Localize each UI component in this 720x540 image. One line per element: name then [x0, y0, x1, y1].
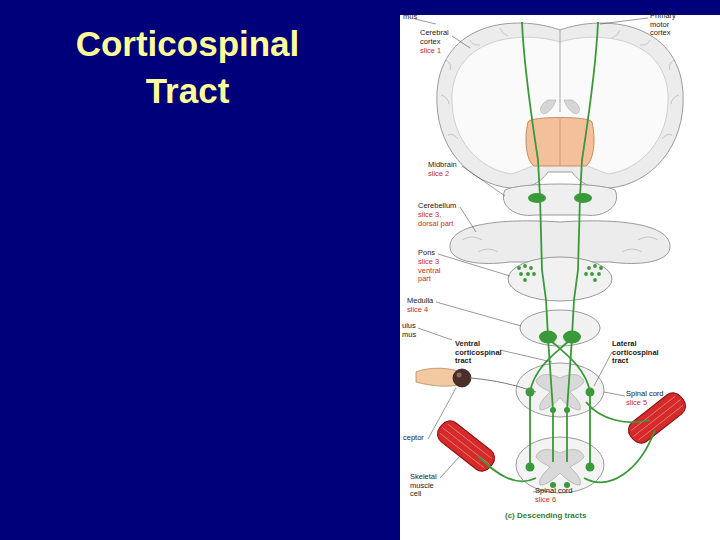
- thalamus: [526, 118, 594, 167]
- leader-line: [436, 302, 521, 326]
- fibre-dot: [532, 272, 536, 276]
- leader-line: [460, 207, 476, 232]
- cerebrum-slice: [437, 23, 683, 188]
- structure-label: Ventral corticospinal tract: [455, 340, 507, 366]
- slice-label: slice 2: [428, 170, 468, 179]
- leader-line: [438, 254, 510, 276]
- right-muscle: [624, 389, 689, 447]
- fibre-dot: [590, 272, 594, 276]
- tract-cross-sections: [526, 193, 595, 488]
- leader-line: [415, 19, 436, 24]
- tract-spot: [586, 463, 595, 472]
- leader-lines: [415, 18, 648, 492]
- structure-label: Lateral corticospinal tract: [612, 340, 664, 366]
- fibre-dot: [526, 272, 530, 276]
- leader-line: [600, 18, 648, 24]
- leader-line: [452, 36, 470, 48]
- leader-line: [462, 166, 505, 196]
- slice-label: slice 1: [420, 47, 460, 56]
- tract-blob: [574, 193, 592, 203]
- tract-line: [567, 338, 572, 462]
- leader-line: [500, 350, 552, 362]
- fibre-dot: [593, 278, 597, 282]
- fibre-dot: [517, 266, 521, 270]
- slice-label: slice 3 ventral part: [418, 258, 450, 284]
- tract-line: [548, 338, 590, 465]
- sensory-nerve: [470, 378, 536, 392]
- tract-line: [548, 338, 553, 462]
- fibre-dot: [529, 266, 533, 270]
- structure-label: Medulla: [407, 297, 447, 306]
- structure-label: Cerebral cortex: [420, 29, 454, 46]
- slice-label: slice 3, dorsal part: [418, 211, 458, 228]
- structure-label: Primary motor cortex: [650, 12, 686, 38]
- tract-spot: [526, 463, 535, 472]
- structure-label: Pons: [418, 249, 448, 258]
- medulla-slice: [520, 310, 600, 346]
- pyramid: [539, 331, 557, 344]
- slice-label: slice 6: [535, 496, 575, 505]
- motor-nerve: [584, 430, 655, 482]
- fibre-dot: [584, 272, 588, 276]
- structure-label: Midbrain: [428, 161, 468, 170]
- structure-label: Skeletal muscle cell: [410, 473, 444, 499]
- muscle-bundle: [624, 389, 689, 447]
- fibre-dot: [523, 278, 527, 282]
- slice-label: slice 4: [407, 306, 447, 315]
- midbrain-slice: [503, 184, 616, 215]
- fibre-dot: [597, 272, 601, 276]
- structure-label: ulus mus: [402, 322, 420, 339]
- pontine-fibre-bundles: [517, 264, 603, 282]
- receptor-ball: [453, 369, 471, 387]
- longitudinal-fissure: [560, 30, 561, 112]
- tract-blob: [528, 193, 546, 203]
- fibre-dot: [519, 272, 523, 276]
- structure-label: Spinal cord: [535, 487, 585, 496]
- figure-panel: [400, 15, 720, 540]
- structure-label: ceptor: [403, 434, 443, 443]
- tract-line: [572, 22, 598, 336]
- leader-line: [418, 328, 452, 340]
- thalamus-midline: [560, 119, 561, 166]
- leader-line: [594, 352, 612, 386]
- tract-line: [530, 338, 572, 465]
- tract-line: [522, 22, 548, 336]
- tract-spot: [564, 407, 570, 413]
- slice-label: slice 5: [626, 399, 666, 408]
- structure-label: mus: [403, 13, 425, 22]
- tract-spot: [586, 388, 595, 397]
- structure-label: Cerebellum: [418, 202, 463, 211]
- cerebellar-folia: [462, 237, 658, 252]
- grey-matter: [536, 375, 584, 410]
- grey-matter: [536, 450, 584, 485]
- fibre-dot: [587, 266, 591, 270]
- tract-spot: [550, 407, 556, 413]
- structure-label: Spinal cord: [626, 390, 672, 399]
- fibre-dot: [523, 264, 527, 268]
- lateral-ventricles: [541, 100, 580, 114]
- descending-tracts: [478, 22, 655, 482]
- slide-title: Corticospinal Tract: [30, 20, 345, 114]
- pyramid: [563, 331, 581, 344]
- leader-line: [604, 392, 625, 396]
- receptor-highlight: [457, 373, 462, 378]
- motor-nerve: [478, 456, 536, 481]
- leader-line: [440, 456, 460, 478]
- pons-slice: [508, 257, 612, 301]
- fibre-dot: [599, 266, 603, 270]
- figure-caption: (c) Descending tracts: [505, 511, 625, 520]
- fibre-dot: [593, 264, 597, 268]
- leader-line: [428, 388, 456, 439]
